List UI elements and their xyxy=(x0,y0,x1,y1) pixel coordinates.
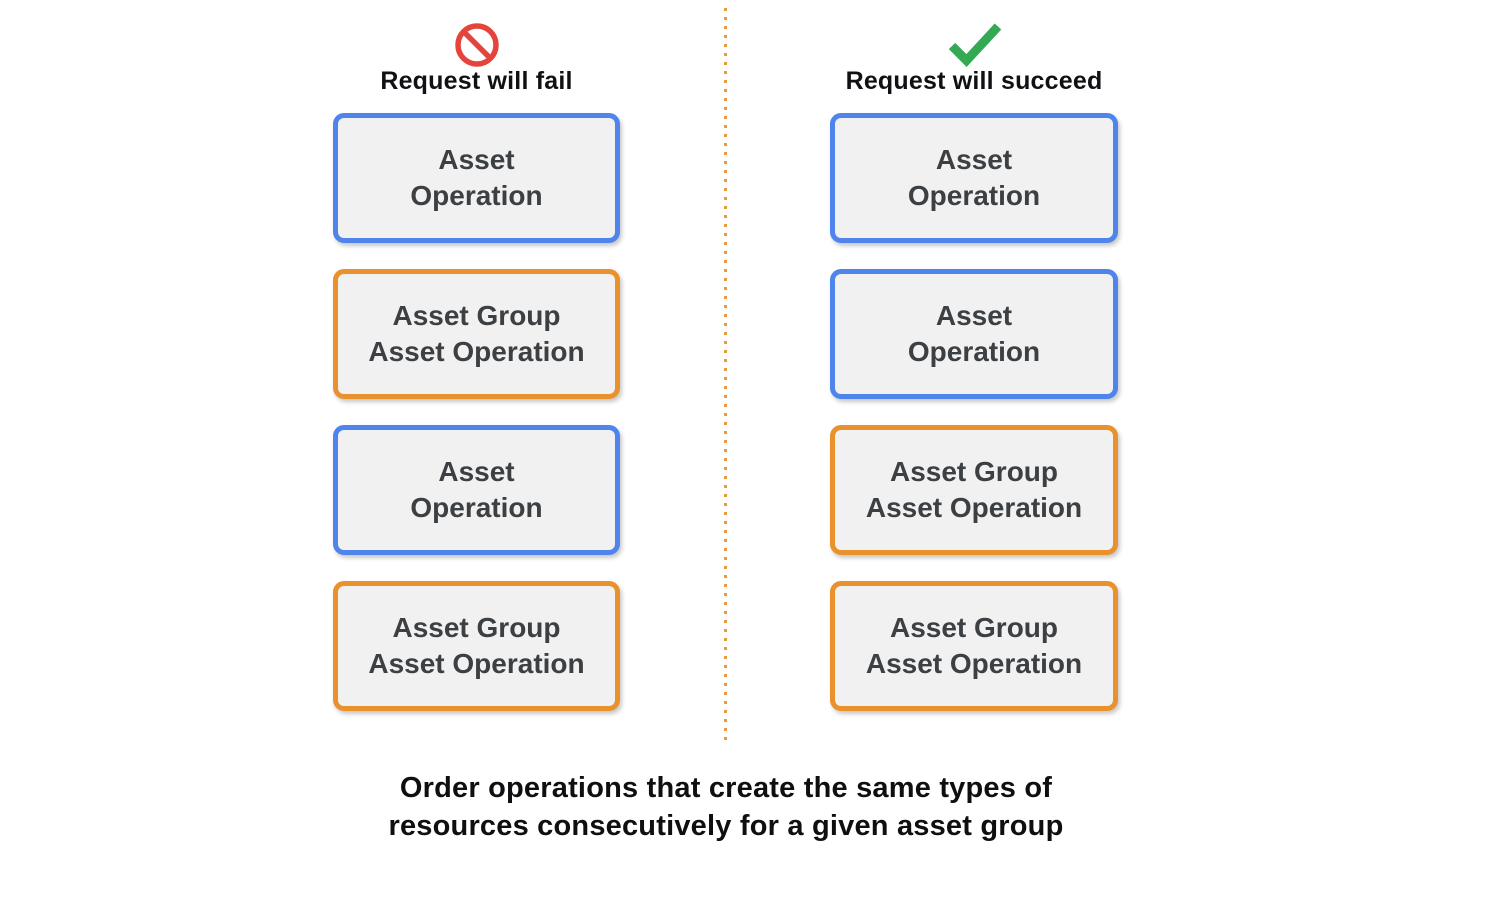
box-label-line: Asset xyxy=(438,456,515,487)
asset-group-asset-operation-box: Asset Group Asset Operation xyxy=(333,269,620,399)
box-label-line: Asset xyxy=(935,144,1013,175)
box-label-line: Operation xyxy=(410,492,543,523)
box-label-line: Operation xyxy=(907,180,1041,211)
checkmark-icon xyxy=(943,20,1005,70)
caption-line: resources consecutively for a given asse… xyxy=(388,810,1064,842)
asset-operation-box: Asset Operation xyxy=(830,113,1118,243)
box-label-line: Asset xyxy=(438,144,515,175)
fail-box-stack: Asset Operation Asset Group Asset Operat… xyxy=(333,113,620,711)
box-label-line: Asset Group xyxy=(889,612,1059,643)
box-label-line: Asset Operation xyxy=(865,648,1083,679)
box-label-line: Asset Group xyxy=(889,456,1059,487)
asset-operation-box: Asset Operation xyxy=(333,113,620,243)
asset-group-asset-operation-box: Asset Group Asset Operation xyxy=(830,581,1118,711)
asset-group-asset-operation-box: Asset Group Asset Operation xyxy=(830,425,1118,555)
box-label-line: Asset Operation xyxy=(368,336,585,367)
box-label-line: Asset Group xyxy=(392,300,561,331)
caption: Order operations that create the same ty… xyxy=(0,769,1452,845)
box-label-line: Operation xyxy=(907,336,1041,367)
box-label-line: Asset xyxy=(935,300,1013,331)
asset-operation-box: Asset Operation xyxy=(830,269,1118,399)
fail-column-header: Request will fail xyxy=(380,67,573,95)
prohibition-icon xyxy=(453,20,501,70)
dotted-divider xyxy=(724,8,727,742)
box-label-line: Operation xyxy=(410,180,543,211)
caption-line: Order operations that create the same ty… xyxy=(399,772,1053,804)
succeed-box-stack: Asset Operation Asset Operation Asset Gr… xyxy=(830,113,1118,711)
asset-operation-box: Asset Operation xyxy=(333,425,620,555)
succeed-column-header: Request will succeed xyxy=(845,67,1103,95)
box-label-line: Asset Operation xyxy=(368,648,585,679)
asset-group-asset-operation-box: Asset Group Asset Operation xyxy=(333,581,620,711)
box-label-line: Asset Group xyxy=(392,612,561,643)
box-label-line: Asset Operation xyxy=(865,492,1083,523)
